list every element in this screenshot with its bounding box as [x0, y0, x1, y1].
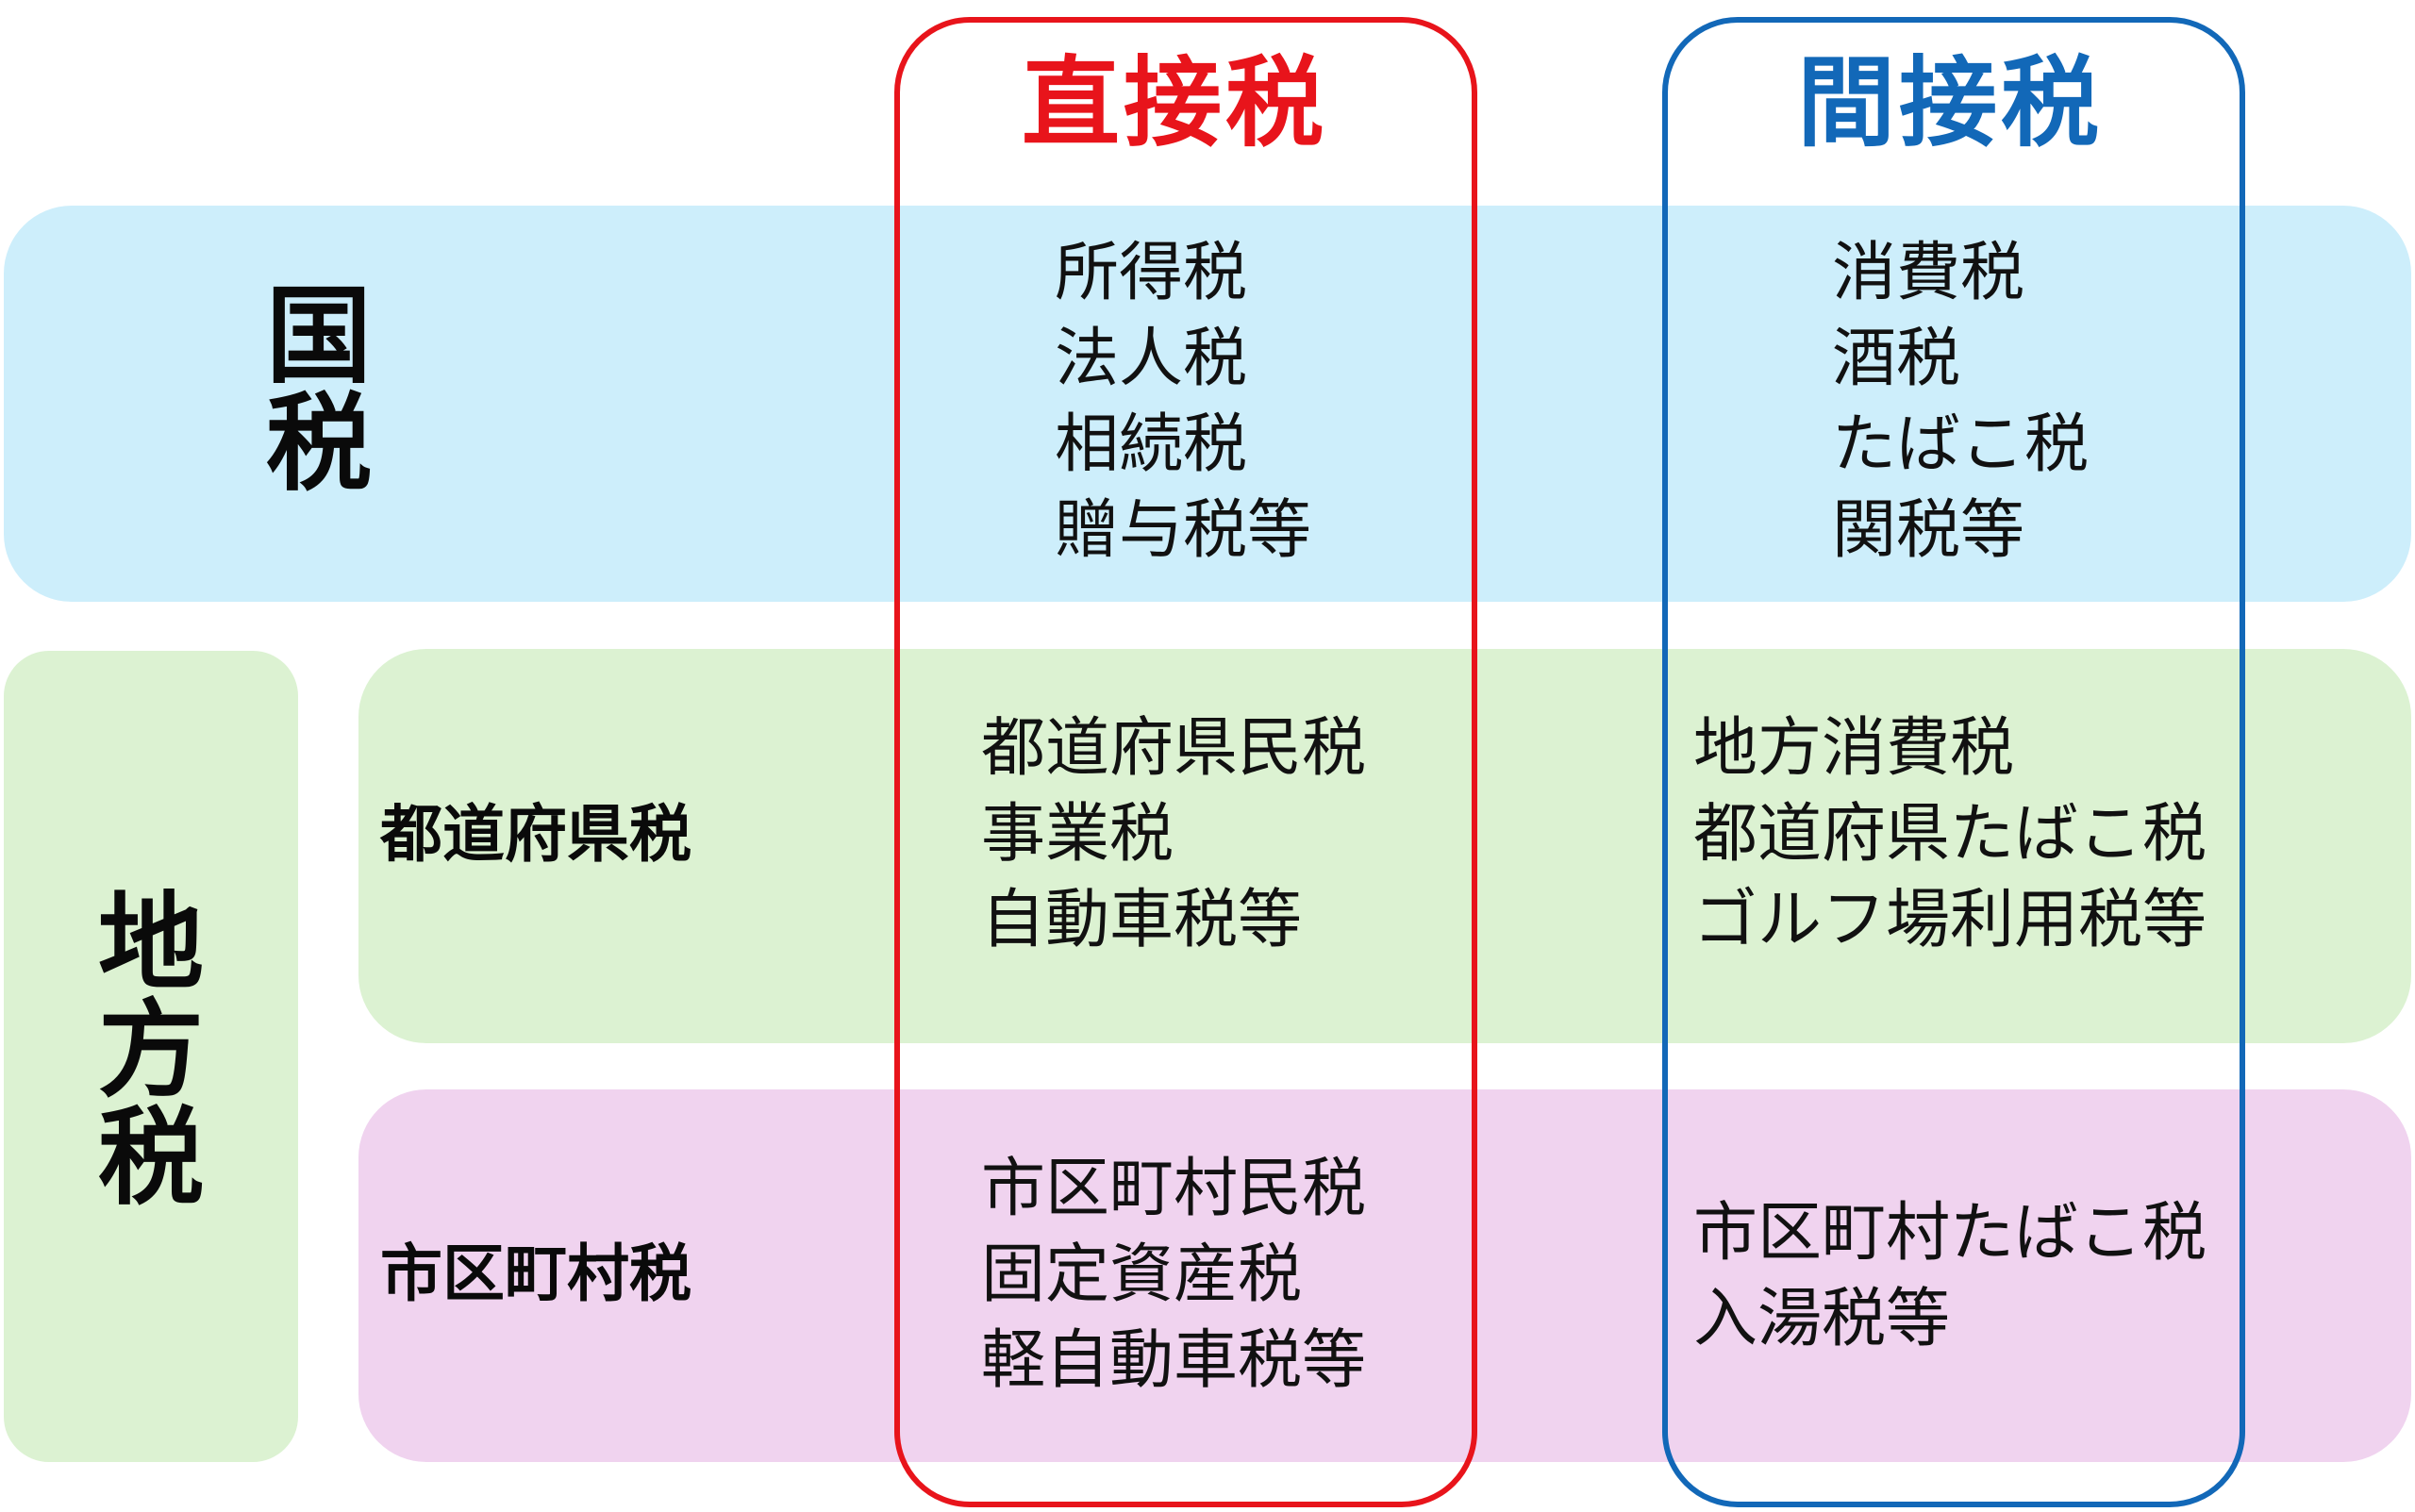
tax-item: 自動車税等 — [981, 883, 1303, 957]
indirect-tax-heading: 間接税 — [1797, 45, 2104, 160]
tax-item: 贈与税等 — [1055, 493, 1312, 568]
tax-item: 地方消費税 — [1693, 711, 2015, 786]
prefectural-indirect-tax-list: 地方消費税 都道府県たばこ税 ゴルフ場利用税等 — [1693, 706, 2207, 963]
tax-item: 軽自動車税等 — [981, 1323, 1367, 1398]
tax-item: 法人税 — [1055, 322, 1248, 396]
tax-item: 市区町村たばこ税 — [1693, 1196, 2207, 1271]
direct-tax-heading: 直接税 — [1022, 45, 1328, 160]
prefectural-tax-label: 都道府県税 — [380, 798, 691, 871]
tax-item: 入湯税等 — [1693, 1282, 1951, 1356]
tax-item: 都道府県たばこ税 — [1693, 797, 2207, 872]
tax-item: 所得税 — [1055, 236, 1248, 310]
indirect-tax-column-frame — [1662, 17, 2245, 1507]
municipal-tax-band — [358, 1089, 2411, 1462]
national-indirect-tax-list: 消費税 酒税 たばこ税 関税等 — [1832, 230, 2089, 573]
municipal-direct-tax-list: 市区町村民税 固定資産税 軽自動車税等 — [981, 1146, 1366, 1404]
tax-item: ゴルフ場利用税等 — [1693, 883, 2207, 957]
prefectural-tax-band — [358, 649, 2411, 1043]
tax-item: 関税等 — [1832, 493, 2025, 568]
national-tax-label: 国税 — [266, 275, 372, 507]
tax-item: 事業税 — [981, 797, 1174, 872]
tax-item: たばこ税 — [1832, 407, 2090, 482]
municipal-indirect-tax-list: 市区町村たばこ税 入湯税等 — [1693, 1190, 2207, 1362]
tax-item: 消費税 — [1832, 236, 2025, 310]
tax-item: 相続税 — [1055, 407, 1248, 482]
tax-item: 市区町村民税 — [981, 1152, 1367, 1226]
municipal-tax-label: 市区町村税 — [380, 1238, 691, 1310]
national-direct-tax-list: 所得税 法人税 相続税 贈与税等 — [1055, 230, 1311, 573]
national-tax-band — [4, 206, 2411, 602]
direct-tax-column-frame — [894, 17, 1477, 1507]
prefectural-direct-tax-list: 都道府県民税 事業税 自動車税等 — [981, 706, 1366, 963]
tax-item: 酒税 — [1832, 322, 1961, 396]
tax-item: 固定資産税 — [981, 1238, 1303, 1312]
local-tax-label: 地方税 — [98, 882, 204, 1221]
tax-item: 都道府県民税 — [981, 711, 1367, 786]
local-tax-band — [4, 651, 298, 1462]
